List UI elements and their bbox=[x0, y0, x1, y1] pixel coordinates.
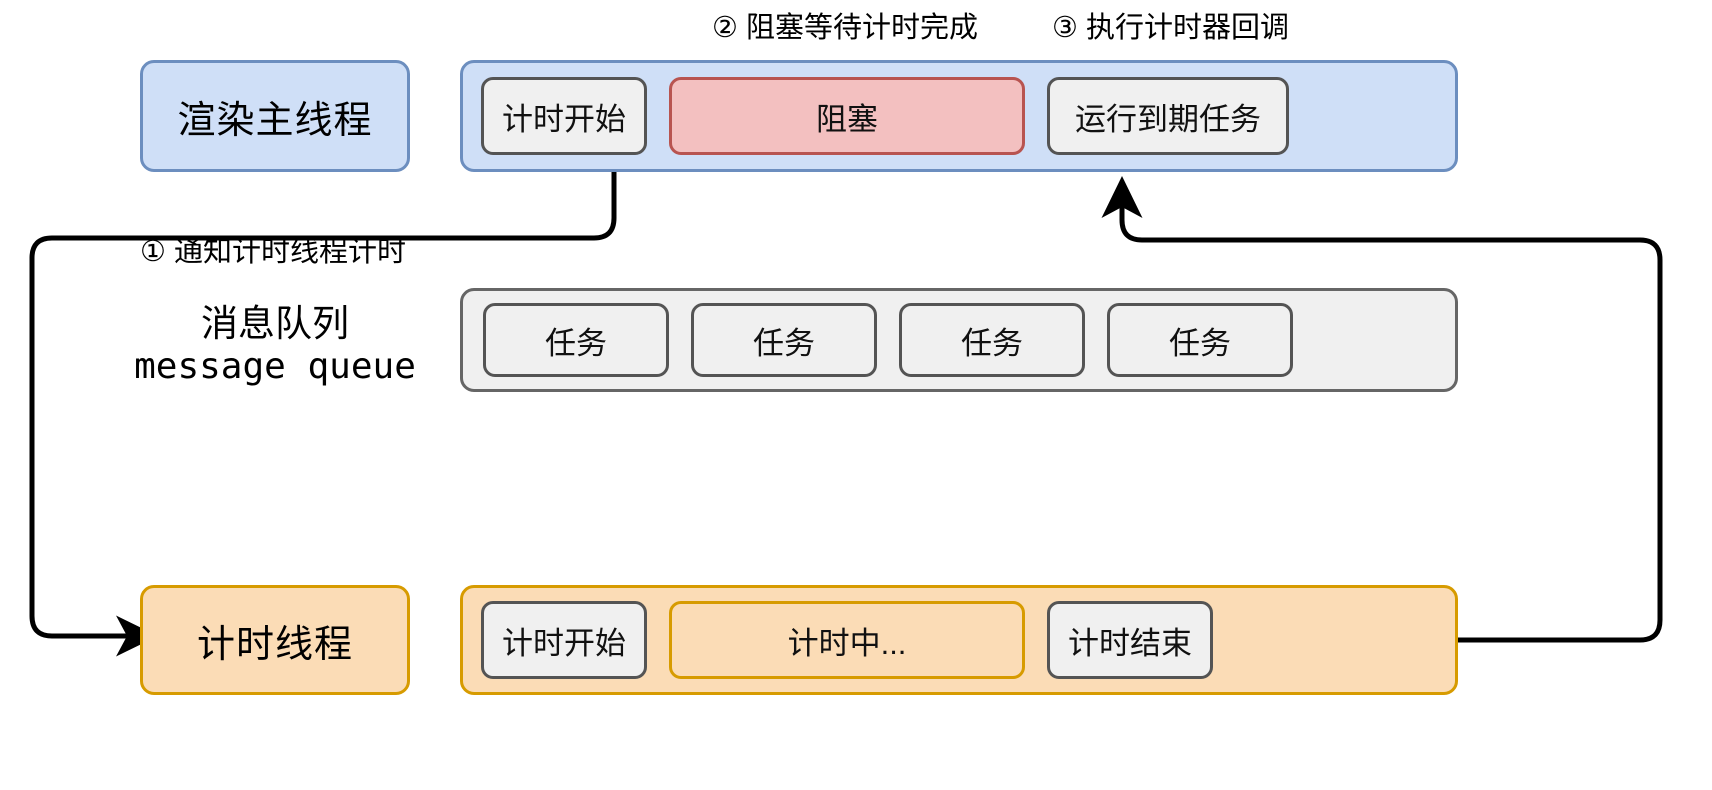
chip-queue-task-4[interactable]: 任务 bbox=[1107, 303, 1293, 377]
connector-timer-callback bbox=[1101, 175, 1663, 643]
chip-queue-task-2[interactable]: 任务 bbox=[691, 303, 877, 377]
lane-label-timer-thread: 计时线程 bbox=[140, 585, 410, 695]
chip-main-run-due-task[interactable]: 运行到期任务 bbox=[1047, 77, 1289, 155]
chip-timer-end[interactable]: 计时结束 bbox=[1047, 601, 1213, 679]
annotation-step3: ③ 执行计时器回调 bbox=[1052, 12, 1290, 44]
annotation-step1: ① 通知计时线程计时 bbox=[140, 236, 407, 268]
chip-timer-start[interactable]: 计时开始 bbox=[481, 601, 647, 679]
message-queue-label-cn: 消息队列 bbox=[201, 303, 349, 344]
lane-label-main-thread: 渲染主线程 bbox=[140, 60, 410, 172]
lane-track-main-thread: 计时开始 阻塞 运行到期任务 bbox=[460, 60, 1458, 172]
message-queue-label-en: message queue bbox=[134, 345, 416, 387]
lane-label-message-queue: 消息队列 message queue bbox=[110, 303, 440, 387]
chip-timer-counting[interactable]: 计时中... bbox=[669, 601, 1025, 679]
chip-queue-task-3[interactable]: 任务 bbox=[899, 303, 1085, 377]
chip-queue-task-1[interactable]: 任务 bbox=[483, 303, 669, 377]
lane-track-message-queue: 任务 任务 任务 任务 bbox=[460, 288, 1458, 392]
chip-main-timer-start[interactable]: 计时开始 bbox=[481, 77, 647, 155]
annotation-step2: ② 阻塞等待计时完成 bbox=[712, 12, 979, 44]
lane-track-timer-thread: 计时开始 计时中... 计时结束 bbox=[460, 585, 1458, 695]
chip-main-blocked[interactable]: 阻塞 bbox=[669, 77, 1025, 155]
